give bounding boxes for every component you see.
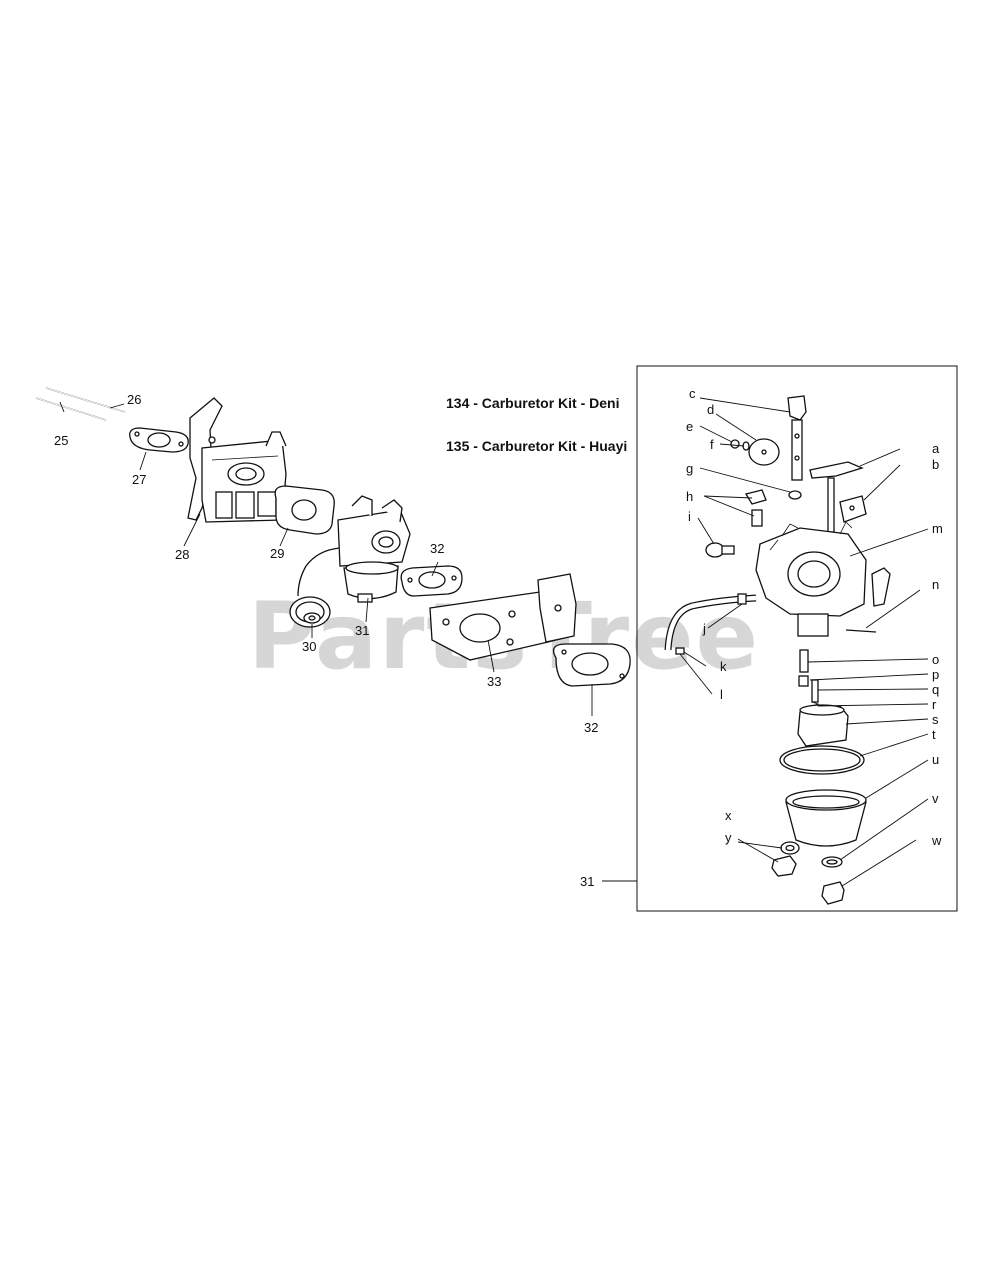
callout-33[interactable]: 33 [487, 674, 501, 689]
callout-w[interactable]: w [931, 833, 942, 848]
callout-v[interactable]: v [932, 791, 939, 806]
gasket-t[interactable] [779, 745, 865, 775]
carburetor-body-m[interactable] [755, 521, 891, 637]
jet-p[interactable] [798, 675, 809, 687]
pin-n[interactable] [845, 629, 877, 633]
callout-30[interactable]: 30 [302, 639, 316, 654]
needle-o[interactable] [799, 649, 809, 673]
drain-plug-y[interactable] [771, 855, 797, 877]
float-s[interactable] [797, 704, 849, 747]
callout-31[interactable]: 31 [355, 623, 369, 638]
callout-j[interactable]: j [702, 621, 706, 636]
bracket-28[interactable] [187, 397, 287, 523]
callout-l[interactable]: l [720, 687, 723, 702]
callout-k[interactable]: k [720, 659, 727, 674]
callout-32-lower[interactable]: 32 [584, 720, 598, 735]
callout-o[interactable]: o [932, 652, 939, 667]
seal-g[interactable] [788, 490, 802, 500]
callout-28[interactable]: 28 [175, 547, 189, 562]
choke-plate-d[interactable] [748, 438, 780, 466]
callout-f[interactable]: f [710, 437, 714, 452]
gasket-32-upper[interactable] [400, 565, 463, 597]
callout-s[interactable]: s [932, 712, 939, 727]
stud-25[interactable] [35, 397, 107, 421]
carburetor-31[interactable] [297, 495, 411, 603]
callout-q[interactable]: q [932, 682, 939, 697]
callout-a[interactable]: a [932, 441, 940, 456]
stud-26[interactable] [45, 387, 126, 413]
callout-h[interactable]: h [686, 489, 693, 504]
callout-31-detail[interactable]: 31 [580, 874, 594, 889]
gasket-29[interactable] [274, 485, 335, 535]
callout-g[interactable]: g [686, 461, 693, 476]
callout-25[interactable]: 25 [54, 433, 68, 448]
callout-c[interactable]: c [689, 386, 696, 401]
callout-27[interactable]: 27 [132, 472, 146, 487]
float-needle-q[interactable] [811, 679, 819, 703]
clip-k[interactable] [675, 647, 685, 655]
callout-32-upper[interactable]: 32 [430, 541, 444, 556]
callout-m[interactable]: m [932, 521, 943, 536]
kit-135-text[interactable]: 135 - Carburetor Kit - Huayi [446, 438, 627, 454]
bolt-w[interactable] [821, 881, 845, 905]
screw-h[interactable] [744, 489, 767, 527]
screw-e[interactable] [730, 439, 740, 449]
callout-i[interactable]: i [688, 509, 691, 524]
plate-33[interactable] [429, 573, 577, 661]
callout-b[interactable]: b [932, 457, 939, 472]
choke-shaft-c[interactable] [787, 395, 807, 481]
float-bowl-u[interactable] [785, 789, 867, 847]
callout-e[interactable]: e [686, 419, 693, 434]
callout-n[interactable]: n [932, 577, 939, 592]
gasket-32-lower[interactable] [552, 643, 631, 687]
callout-29[interactable]: 29 [270, 546, 284, 561]
washer-x[interactable] [780, 841, 800, 855]
callout-y[interactable]: y [725, 830, 732, 845]
primer-bulb-30[interactable] [289, 596, 331, 628]
screw-i[interactable] [705, 542, 735, 558]
throttle-plate-b[interactable] [839, 495, 867, 523]
callout-u[interactable]: u [932, 752, 939, 767]
kit-134-text[interactable]: 134 - Carburetor Kit - Deni [446, 395, 619, 411]
callout-26[interactable]: 26 [127, 392, 141, 407]
gasket-27[interactable] [129, 427, 189, 453]
callout-d[interactable]: d [707, 402, 714, 417]
washer-v[interactable] [821, 856, 843, 868]
callout-p[interactable]: p [932, 667, 939, 682]
carburetor-detail-box [636, 365, 958, 912]
callout-t[interactable]: t [932, 727, 936, 742]
callout-r[interactable]: r [932, 697, 937, 712]
callout-x[interactable]: x [725, 808, 732, 823]
throttle-lever-a[interactable] [809, 461, 864, 533]
